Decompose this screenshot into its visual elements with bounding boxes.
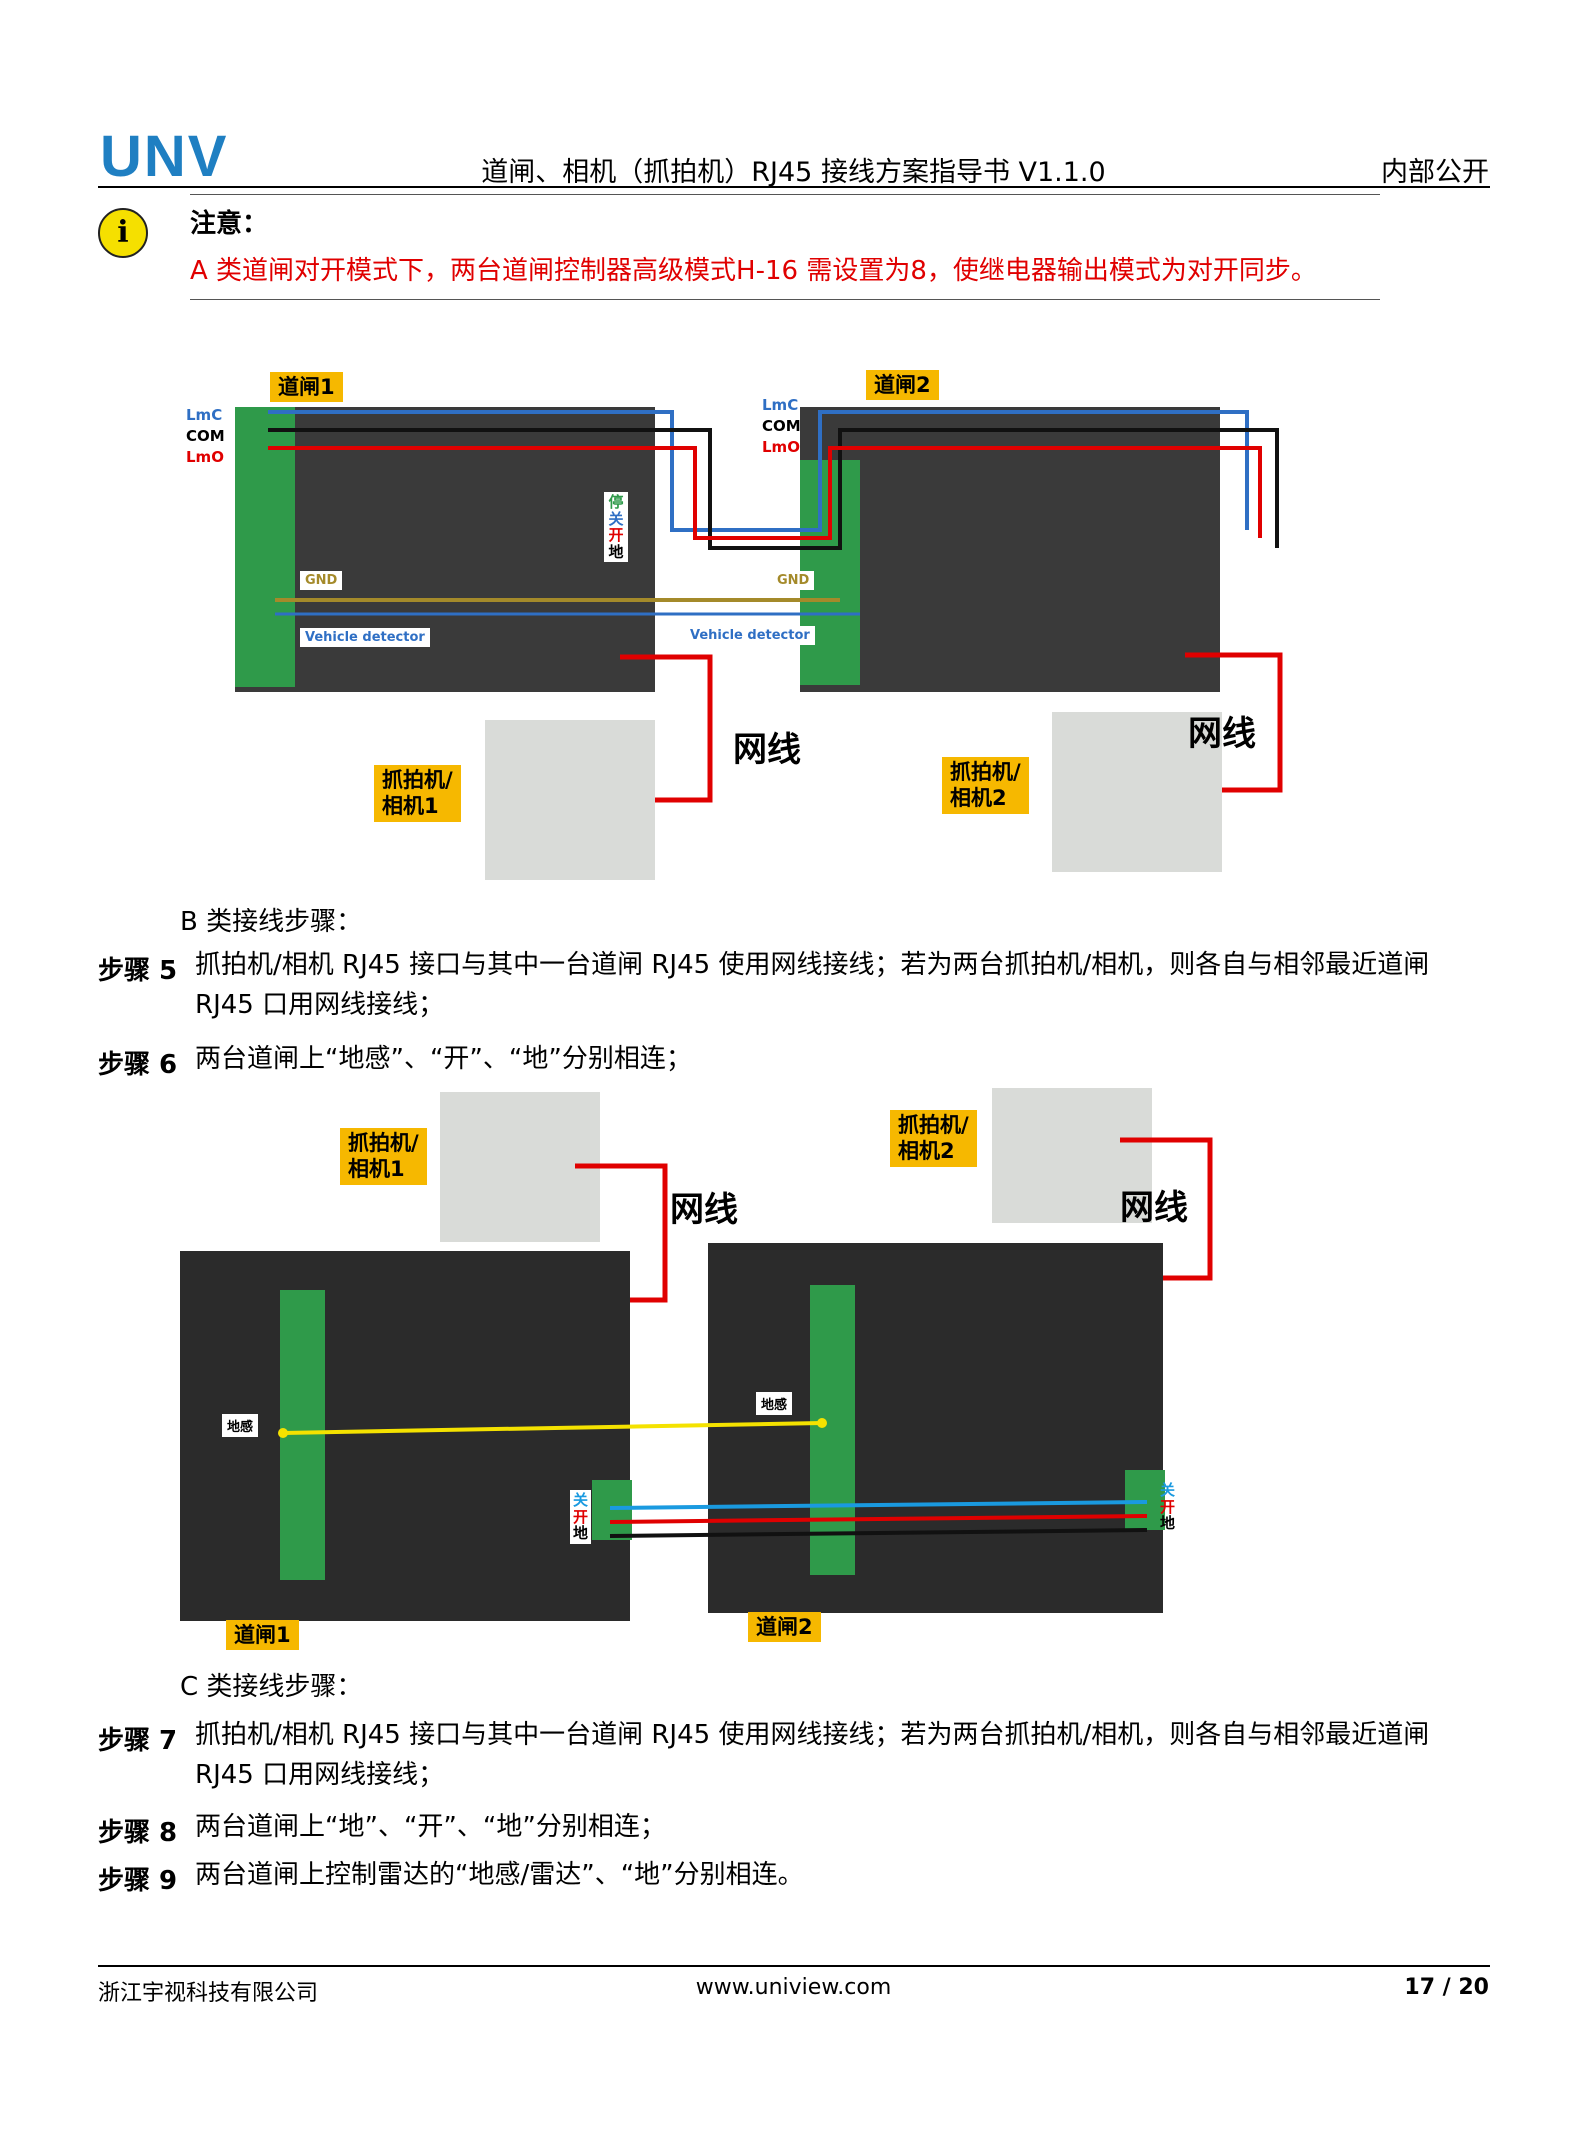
camera2-photo-b (992, 1088, 1152, 1223)
figure-a-wires (268, 410, 1283, 803)
gate2-tag-b: 道闸2 (748, 1612, 821, 1643)
gate2-tag: 道闸2 (866, 370, 939, 401)
step6-label: 步骤 6 (98, 1050, 178, 1080)
step5-label: 步骤 5 (98, 956, 178, 986)
footer-website[interactable]: www.uniview.com (695, 1975, 892, 2000)
com-label-2: COM (762, 417, 801, 435)
gate2-relay-b (1125, 1470, 1165, 1530)
lmo-label-1: LmO (186, 448, 224, 466)
cable-label-b2: 网线 (1120, 1188, 1188, 1228)
step5-text: 抓拍机/相机 RJ45 接口与其中一台道闸 RJ45 使用网线接线；若为两台抓拍… (195, 950, 1430, 1020)
gate2-photo-b (708, 1243, 1163, 1613)
camera1-photo-b (440, 1092, 600, 1242)
relay-labels-b2: 关 开 地 (1160, 1481, 1176, 1532)
camera1-tag: 抓拍机/ 相机1 (374, 765, 461, 822)
vehicle-detector-label-2: Vehicle detector (685, 626, 815, 645)
step8-text: 两台道闸上“地”、“开”、“地”分别相连； (195, 1812, 666, 1842)
gate2-terminal-b (810, 1285, 855, 1575)
com-label-1: COM (186, 427, 225, 445)
cable-label-2: 网线 (1188, 714, 1256, 754)
gate1-relay-b (592, 1480, 632, 1540)
step9-text: 两台道闸上控制雷达的“地感/雷达”、“地”分别相连。 (195, 1860, 804, 1890)
gate2-photo (800, 407, 1220, 692)
header-rule-thin (190, 194, 1380, 195)
brand-logo: UNV (100, 124, 229, 189)
step7-text: 抓拍机/相机 RJ45 接口与其中一台道闸 RJ45 使用网线接线；若为两台抓拍… (195, 1720, 1430, 1790)
note-text: A 类道闸对开模式下，两台道闸控制器高级模式H-16 需设置为8，使继电器输出模… (190, 256, 1317, 286)
camera1-photo (485, 720, 655, 880)
header-rule (98, 186, 1490, 188)
note-rule (190, 299, 1380, 300)
figure-b-wires (278, 1137, 1213, 1538)
camera2-tag: 抓拍机/ 相机2 (942, 757, 1029, 814)
lmo-label-2: LmO (762, 438, 800, 456)
gate1-tag: 道闸1 (270, 372, 343, 403)
gnd-label-2: GND (772, 571, 815, 590)
step9-label: 步骤 9 (98, 1866, 178, 1896)
gate1-terminal-block (235, 407, 295, 687)
loop-label-1: 地感 (222, 1414, 259, 1437)
relay-labels: 停 关 开 地 (604, 492, 628, 562)
section-c-heading: C 类接线步骤： (180, 1672, 363, 1702)
footer-company: 浙江宇视科技有限公司 (98, 1981, 319, 2006)
gate1-tag-b: 道闸1 (226, 1620, 299, 1651)
lmc-label-2: LmC (762, 396, 799, 414)
footer-page-number: 17 / 20 (1404, 1975, 1489, 2000)
cable-label-b1: 网线 (670, 1190, 738, 1230)
step6-text: 两台道闸上“地感”、“开”、“地”分别相连； (195, 1044, 692, 1074)
section-b-heading: B 类接线步骤： (180, 907, 363, 937)
loop-label-2: 地感 (756, 1392, 793, 1415)
info-icon: i (98, 208, 148, 258)
lmc-label-1: LmC (186, 406, 223, 424)
step7-label: 步骤 7 (98, 1726, 178, 1756)
cable-label-1: 网线 (733, 730, 801, 770)
note-label: 注意： (190, 209, 269, 239)
camera2-photo (1052, 712, 1222, 872)
relay-labels-b1: 关 开 地 (570, 1490, 592, 1544)
step8-label: 步骤 8 (98, 1818, 178, 1848)
classification-label: 内部公开 (1381, 157, 1489, 188)
gnd-label-1: GND (300, 571, 343, 590)
camera2-tag-b: 抓拍机/ 相机2 (890, 1110, 977, 1167)
vehicle-detector-label-1: Vehicle detector (300, 628, 430, 647)
footer-rule (98, 1965, 1490, 1967)
camera1-tag-b: 抓拍机/ 相机1 (340, 1128, 427, 1185)
document-title: 道闸、相机（抓拍机）RJ45 接线方案指导书 V1.1.0 (481, 157, 1106, 188)
